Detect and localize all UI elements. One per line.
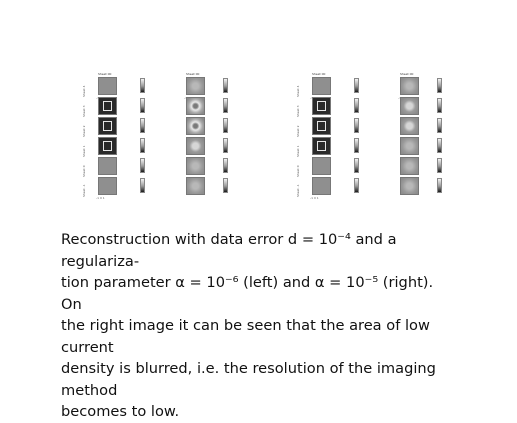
figure-row: Sheet -1 -1 0 1 <box>82 177 262 200</box>
reconstruction-panel <box>400 117 419 135</box>
ground-truth-panel <box>98 97 117 115</box>
row-label: Sheet -1 <box>296 184 300 197</box>
colorbar <box>437 138 442 153</box>
colorbar <box>437 98 442 113</box>
colorbar <box>437 118 442 133</box>
colorbar <box>354 78 359 93</box>
tick-labels: -1 0 1 <box>310 196 319 200</box>
figure-right: Sheet 00 Sheet 00 Sheet 4 -1 0 1 -1 0 1 … <box>296 72 476 200</box>
reconstruction-panel <box>186 137 205 155</box>
column-title: Sheet 00 <box>400 72 414 76</box>
row-label: Sheet 1 <box>296 145 300 157</box>
figure-caption: Reconstruction with data error d = 10⁻⁴ … <box>61 229 461 423</box>
ground-truth-panel <box>98 137 117 155</box>
caption-line: density is blurred, i.e. the resolution … <box>61 360 441 399</box>
ground-truth-panel <box>312 157 331 175</box>
tick-labels: -1 0 1 <box>96 196 105 200</box>
colorbar <box>223 118 228 133</box>
ground-truth-panel <box>312 97 331 115</box>
colorbar <box>437 178 442 193</box>
ground-truth-panel <box>98 77 117 95</box>
colorbar <box>140 178 145 193</box>
row-label: Sheet 4 <box>82 85 86 97</box>
row-label: Sheet 4 <box>296 85 300 97</box>
caption-line: tion parameter α = 10⁻⁶ (left) and α = 1… <box>61 274 443 313</box>
colorbar <box>223 138 228 153</box>
row-label: Sheet 3 <box>82 105 86 117</box>
reconstruction-panel <box>186 77 205 95</box>
column-title: Sheet 00 <box>186 72 200 76</box>
reconstruction-panel <box>186 157 205 175</box>
colorbar <box>354 138 359 153</box>
caption-line: Reconstruction with data error d = 10⁻⁴ … <box>61 231 402 270</box>
reconstruction-panel <box>400 77 419 95</box>
figure-row: Sheet 3 <box>296 97 476 119</box>
colorbar <box>223 98 228 113</box>
row-label: Sheet 3 <box>296 105 300 117</box>
ground-truth-panel <box>98 177 117 195</box>
colorbar <box>140 78 145 93</box>
reconstruction-panel <box>400 97 419 115</box>
ground-truth-panel <box>312 137 331 155</box>
figure-row: Sheet 3 <box>82 97 262 119</box>
figure-row: Sheet 2 <box>82 117 262 139</box>
figure-row: Sheet 0 <box>296 157 476 179</box>
row-label: Sheet 0 <box>82 165 86 177</box>
ground-truth-panel <box>98 157 117 175</box>
colorbar <box>140 98 145 113</box>
figure-row: Sheet 1 <box>82 137 262 159</box>
figure-row: Sheet 1 <box>296 137 476 159</box>
figure-row: Sheet -1 -1 0 1 <box>296 177 476 200</box>
colorbar <box>140 158 145 173</box>
figure-row: Sheet 4 -1 0 1 -1 0 1 <box>82 77 262 100</box>
colorbar <box>354 178 359 193</box>
row-label: Sheet 2 <box>82 125 86 137</box>
colorbar <box>223 158 228 173</box>
colorbar <box>140 138 145 153</box>
colorbar <box>354 98 359 113</box>
ground-truth-panel <box>312 177 331 195</box>
reconstruction-panel <box>400 137 419 155</box>
reconstruction-panel <box>400 177 419 195</box>
reconstruction-panel <box>400 157 419 175</box>
row-label: Sheet 1 <box>82 145 86 157</box>
row-label: Sheet -1 <box>82 184 86 197</box>
caption-line: becomes to low. <box>61 403 180 420</box>
ground-truth-panel <box>98 117 117 135</box>
caption-line: the right image it can be seen that the … <box>61 317 435 356</box>
reconstruction-panel <box>186 117 205 135</box>
figure-row: Sheet 2 <box>296 117 476 139</box>
colorbar <box>354 118 359 133</box>
figure-left: Sheet 00 Sheet 00 Sheet 4 -1 0 1 -1 0 1 … <box>82 72 262 200</box>
reconstruction-panel <box>186 97 205 115</box>
row-label: Sheet 0 <box>296 165 300 177</box>
column-title: Sheet 00 <box>98 72 112 76</box>
column-title: Sheet 00 <box>312 72 326 76</box>
figure-row: Sheet 4 -1 0 1 -1 0 1 <box>296 77 476 100</box>
colorbar <box>223 78 228 93</box>
colorbar <box>140 118 145 133</box>
colorbar <box>223 178 228 193</box>
ground-truth-panel <box>312 77 331 95</box>
ground-truth-panel <box>312 117 331 135</box>
colorbar <box>437 158 442 173</box>
figure-row: Sheet 0 <box>82 157 262 179</box>
row-label: Sheet 2 <box>296 125 300 137</box>
colorbar <box>437 78 442 93</box>
reconstruction-panel <box>186 177 205 195</box>
colorbar <box>354 158 359 173</box>
